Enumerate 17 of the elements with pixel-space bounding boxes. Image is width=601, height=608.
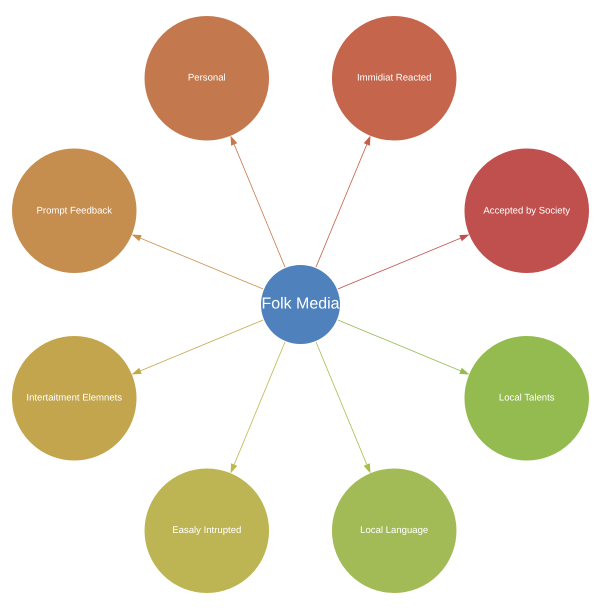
- arrow: [337, 319, 470, 374]
- node-circle: Easaly Intrupted: [142, 466, 271, 594]
- arrow: [316, 340, 370, 473]
- arrow: [230, 340, 286, 473]
- arrow: [132, 234, 264, 289]
- node-circle: Immidiat Reacted: [330, 14, 458, 142]
- node-circle: Prompt Feedback: [10, 146, 138, 274]
- arrow: [132, 319, 264, 374]
- arrow: [230, 135, 286, 268]
- node-circle: Folk Media: [259, 262, 342, 346]
- arrow: [316, 135, 370, 268]
- node-circle: Intertaitment Elemnets: [10, 334, 138, 462]
- node-circle: Personal: [142, 14, 271, 142]
- node-circle: Local Language: [330, 466, 458, 594]
- node-circle: Accepted by Society: [462, 146, 591, 274]
- node-circle: Local Talents: [462, 334, 591, 462]
- arrow: [337, 234, 470, 289]
